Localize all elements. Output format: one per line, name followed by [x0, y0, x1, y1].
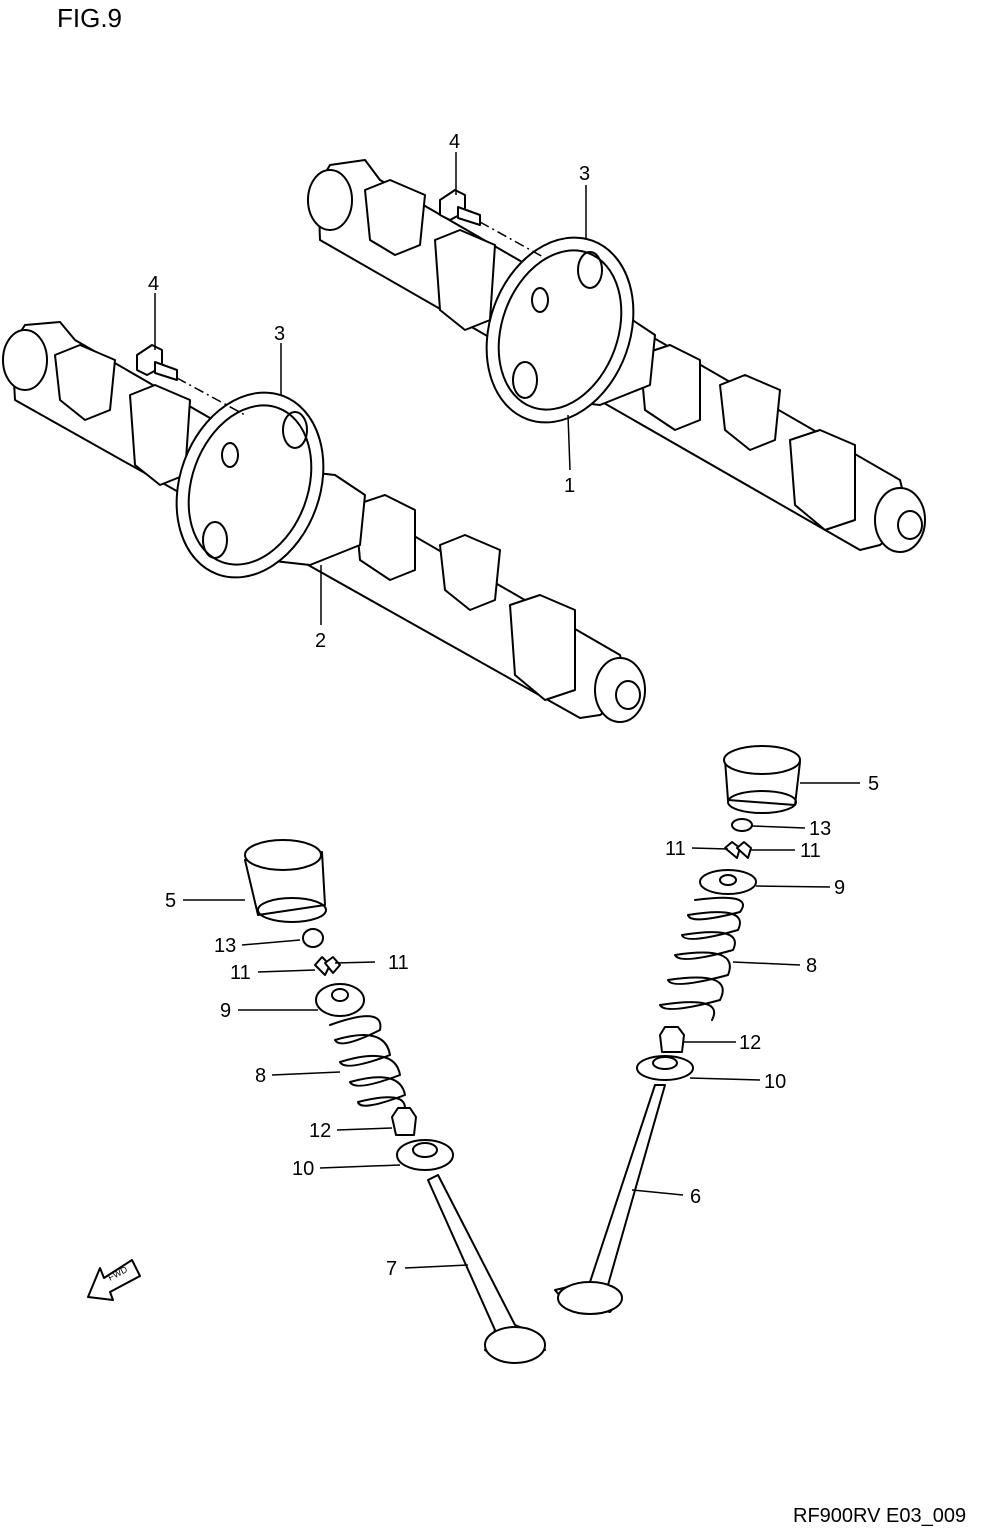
- callout-13-left: 13: [214, 935, 236, 957]
- sprocket-bolt-upper[interactable]: [439, 189, 481, 226]
- tappet-shim-right[interactable]: [731, 818, 753, 832]
- sprocket-bolt-lower[interactable]: [136, 344, 178, 381]
- spring-seat-left[interactable]: [396, 1139, 454, 1171]
- valve-tappet-left[interactable]: [244, 839, 327, 923]
- bolt-axis-upper: [479, 221, 546, 259]
- callout-8-left: 8: [255, 1065, 266, 1087]
- tappet-shim-left[interactable]: [302, 928, 324, 948]
- valve-spring-right[interactable]: [659, 896, 744, 1021]
- callout-11-right-b: 11: [800, 840, 821, 862]
- callout-3-upper: 3: [579, 163, 590, 185]
- callout-4-lower: 4: [148, 273, 159, 295]
- callout-6: 6: [690, 1186, 701, 1208]
- callout-3-lower: 3: [274, 323, 285, 345]
- callout-5-right: 5: [868, 773, 879, 795]
- leader-lines: [154, 152, 860, 1269]
- callout-7: 7: [386, 1258, 397, 1280]
- callout-5-left: 5: [165, 890, 176, 912]
- callout-10-right: 10: [764, 1071, 786, 1093]
- valve-spring-left[interactable]: [329, 1015, 406, 1109]
- callout-4-upper: 4: [449, 131, 460, 153]
- bolt-axis-lower: [176, 377, 246, 416]
- callout-8-right: 8: [806, 955, 817, 977]
- cam-sprocket-lower[interactable]: [152, 372, 349, 598]
- spring-seat-right[interactable]: [636, 1055, 694, 1081]
- callout-11-right-a: 11: [665, 838, 686, 860]
- valve-tappet-right[interactable]: [723, 745, 801, 814]
- callout-10-left: 10: [292, 1158, 314, 1180]
- exhaust-valve[interactable]: [427, 1174, 546, 1364]
- diagram-code: RF900RV E03_009: [793, 1505, 966, 1527]
- intake-valve[interactable]: [554, 1084, 666, 1315]
- figure-title: FIG.9: [57, 3, 122, 33]
- cam-sprocket-upper[interactable]: [462, 217, 659, 443]
- valve-cotter-left[interactable]: [314, 956, 341, 976]
- callout-13-right: 13: [809, 818, 831, 840]
- callout-2: 2: [315, 630, 326, 652]
- callout-11-left-b: 11: [388, 952, 409, 974]
- spring-retainer-left[interactable]: [315, 983, 365, 1017]
- spring-retainer-right[interactable]: [699, 869, 757, 895]
- callout-9-left: 9: [220, 1000, 231, 1022]
- callout-12-right: 12: [739, 1032, 761, 1054]
- callout-11-left-a: 11: [230, 962, 251, 984]
- valve-cotter-right[interactable]: [724, 841, 752, 859]
- callout-12-left: 12: [309, 1120, 331, 1142]
- callout-9-right: 9: [834, 877, 845, 899]
- valve-stem-seal-right[interactable]: [659, 1026, 685, 1053]
- callout-labels: 4 3 1 4 3 2 5 13 11 11 9 8 12 10 7 5 13 …: [148, 131, 879, 1280]
- forward-direction-arrow: FWD: [87, 1259, 141, 1301]
- callout-1: 1: [564, 475, 575, 497]
- valve-stem-seal-left[interactable]: [391, 1107, 417, 1136]
